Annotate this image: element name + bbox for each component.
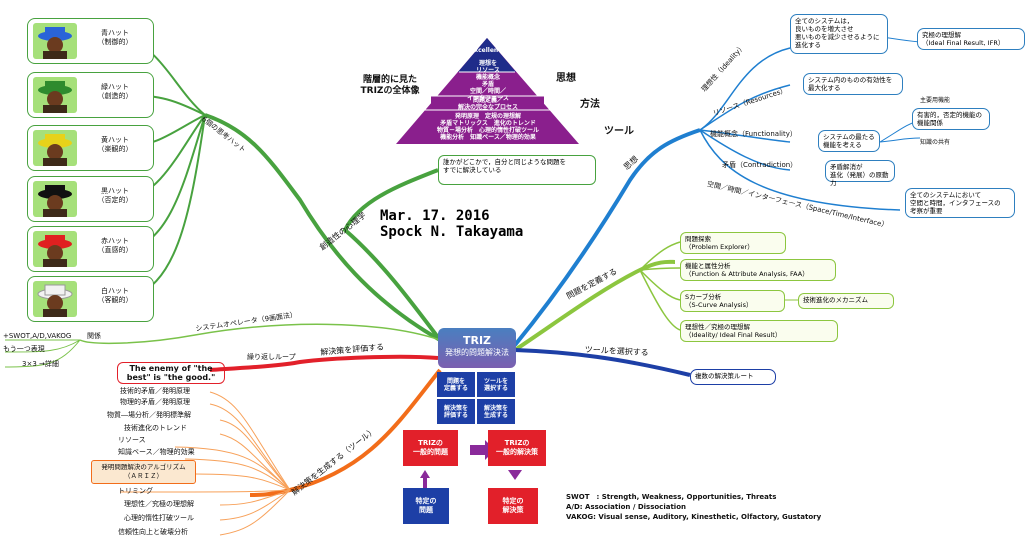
legend-ad: A/D: Association / Dissociation — [566, 503, 686, 511]
hat-image — [33, 281, 77, 317]
hat-label: 緑ハット （創造的） — [97, 83, 133, 100]
specific-problem-box: 特定の 問題 — [403, 488, 449, 524]
thought-detail-box: 全てのシステムにおいて 空間と時間，インタフェースの 考察が重要 — [905, 188, 1015, 218]
hat-card-red: 赤ハット （直感的） — [27, 226, 154, 272]
hat-label: 白ハット （客観的） — [97, 287, 133, 304]
system-operator-item: もう一つ表現 — [3, 345, 45, 353]
system-operator-relation: 関係 — [87, 332, 101, 340]
pyramid-label-thought: 思想 — [556, 73, 576, 84]
system-operator-item: +SWOT,A/D,VAKOG — [3, 332, 72, 340]
generate-item: 理想性／究極の理想解 — [124, 500, 194, 508]
specific-solution-box: 特定の 解決策 — [488, 488, 538, 524]
define-problem-s-curve-extra: 技術進化のメカニズム — [798, 293, 894, 309]
pyramid-upper: 理想を リソース 機能概念 矛盾 空間／時間／ インタフェース — [467, 60, 509, 102]
thought-detail-box: 全てのシステムは， 良いものを増大させ 悪いものを減少させるように 進化する — [790, 14, 888, 54]
generate-item: 信頼性向上と破壊分析 — [118, 528, 188, 536]
define-problem-item: 理想性／究極の理想解 （Ideality/ Ideal Final Result… — [680, 320, 838, 342]
define-problem-item: Sカーブ分析 （S-Curve Analysis） — [680, 290, 785, 312]
generate-item: 知識ベース／物理的効果 — [118, 448, 195, 456]
legend-swot: SWOT : Strength, Weakness, Opportunities… — [566, 493, 777, 501]
pyramid-middle: 問題定義／ 解決の完全なプロセス — [457, 97, 518, 111]
quadrant-select: ツールを 選択する — [477, 372, 515, 397]
hat-label: 黄ハット （楽観的） — [97, 136, 133, 153]
generate-item: リソース — [118, 436, 146, 444]
general-problem-box: TRIZの 一般的問題 — [403, 430, 458, 466]
legend-vakog: VAKOG: Visual sense, Auditory, Kinesthet… — [566, 513, 822, 521]
generate-item: 物質―場分析／発明標準解 — [107, 411, 191, 419]
generate-item: 技術的矛盾／発明原理 — [120, 387, 190, 395]
pyramid-top: Excellence — [470, 47, 506, 54]
creativity-note: 誰かがどこかで，自分と同じような問題を すでに解決している — [438, 155, 596, 185]
hat-card-white: 白ハット （客観的） — [27, 276, 154, 322]
author-title: Spock N. Takayama — [380, 224, 524, 240]
hat-label: 赤ハット （直感的） — [97, 237, 133, 254]
thought-sub-item: 主要用機能 — [920, 97, 951, 104]
quadrant-define: 問題を 定義する — [437, 372, 475, 397]
thought-item-label: 機能概念（Functionality） — [710, 130, 797, 138]
center-subtitle: 発想的問題解決法 — [445, 348, 509, 357]
pyramid-caption: 階層的に見た TRIZの全体像 — [360, 75, 420, 96]
define-problem-item: 問題探索 （Problem Explorer） — [680, 232, 786, 254]
pyramid-lower: 発明原理 定規の理想解 矛盾マトリックス 進化のトレンド 物質－場分析 心理的惰… — [436, 113, 539, 141]
hat-image — [33, 181, 77, 217]
thought-detail-box: 矛盾解消が 進化（発展）の原動力 — [825, 160, 895, 187]
thought-item-label: 矛盾（Contradiction） — [722, 161, 798, 169]
thought-detail-box: システムの最たる 機能を考える — [818, 130, 880, 152]
hat-card-yellow: 黄ハット （楽観的） — [27, 125, 154, 171]
center-title: TRIZ — [462, 334, 492, 347]
evaluate-quote: The enemy of "the best" is "the good." — [117, 362, 225, 384]
hat-card-blue: 青ハット （制御的） — [27, 18, 154, 64]
hat-card-green: 緑ハット （創造的） — [27, 72, 154, 118]
generate-item: トリミング — [118, 487, 153, 495]
thought-ifr-box: 究極の理想解 （Ideal Final Result, IFR） — [917, 28, 1025, 50]
hat-card-black: 黒ハット （否定的） — [27, 176, 154, 222]
hat-image — [33, 231, 77, 267]
hat-image — [33, 130, 77, 166]
select-tool-item: 複数の解決策ルート — [690, 369, 776, 385]
hat-image — [33, 23, 77, 59]
center-node: TRIZ 発想的問題解決法 — [438, 328, 516, 368]
thought-sub-item: 知識の共有 — [920, 139, 951, 146]
thought-detail-box: システム内のものの有効性を 最大化する — [803, 73, 903, 95]
triz-pyramid — [396, 38, 579, 144]
generate-item: 物理的矛盾／発明原理 — [120, 398, 190, 406]
hat-image — [33, 77, 77, 113]
pyramid-label-method: 方法 — [580, 99, 600, 110]
generate-item: 技術進化のトレンド — [124, 424, 187, 432]
define-problem-item: 機能と属性分析 （Function & Attribute Analysis, … — [680, 259, 836, 281]
date-title: Mar. 17. 2016 — [380, 208, 490, 224]
generate-ariz-box: 発明問題解決のアルゴリズム （ＡＲＩＺ） — [91, 460, 196, 484]
thought-sub-box: 有害的，否定的機能の 機能関係 — [912, 108, 990, 130]
general-solution-box: TRIZの 一般的解決策 — [488, 430, 546, 466]
evaluate-loop-label: 繰り返しループ — [247, 353, 296, 361]
pyramid-label-tool: ツール — [604, 126, 634, 137]
quadrant-generate: 解決策を 生成する — [477, 399, 515, 424]
hat-label: 青ハット （制御的） — [97, 29, 133, 46]
quadrant-evaluate: 解決策を 評価する — [437, 399, 475, 424]
system-operator-item: 3×3 →詳細 — [22, 360, 59, 368]
hat-label: 黒ハット （否定的） — [97, 187, 133, 204]
generate-item: 心理的惰性打破ツール — [124, 514, 194, 522]
